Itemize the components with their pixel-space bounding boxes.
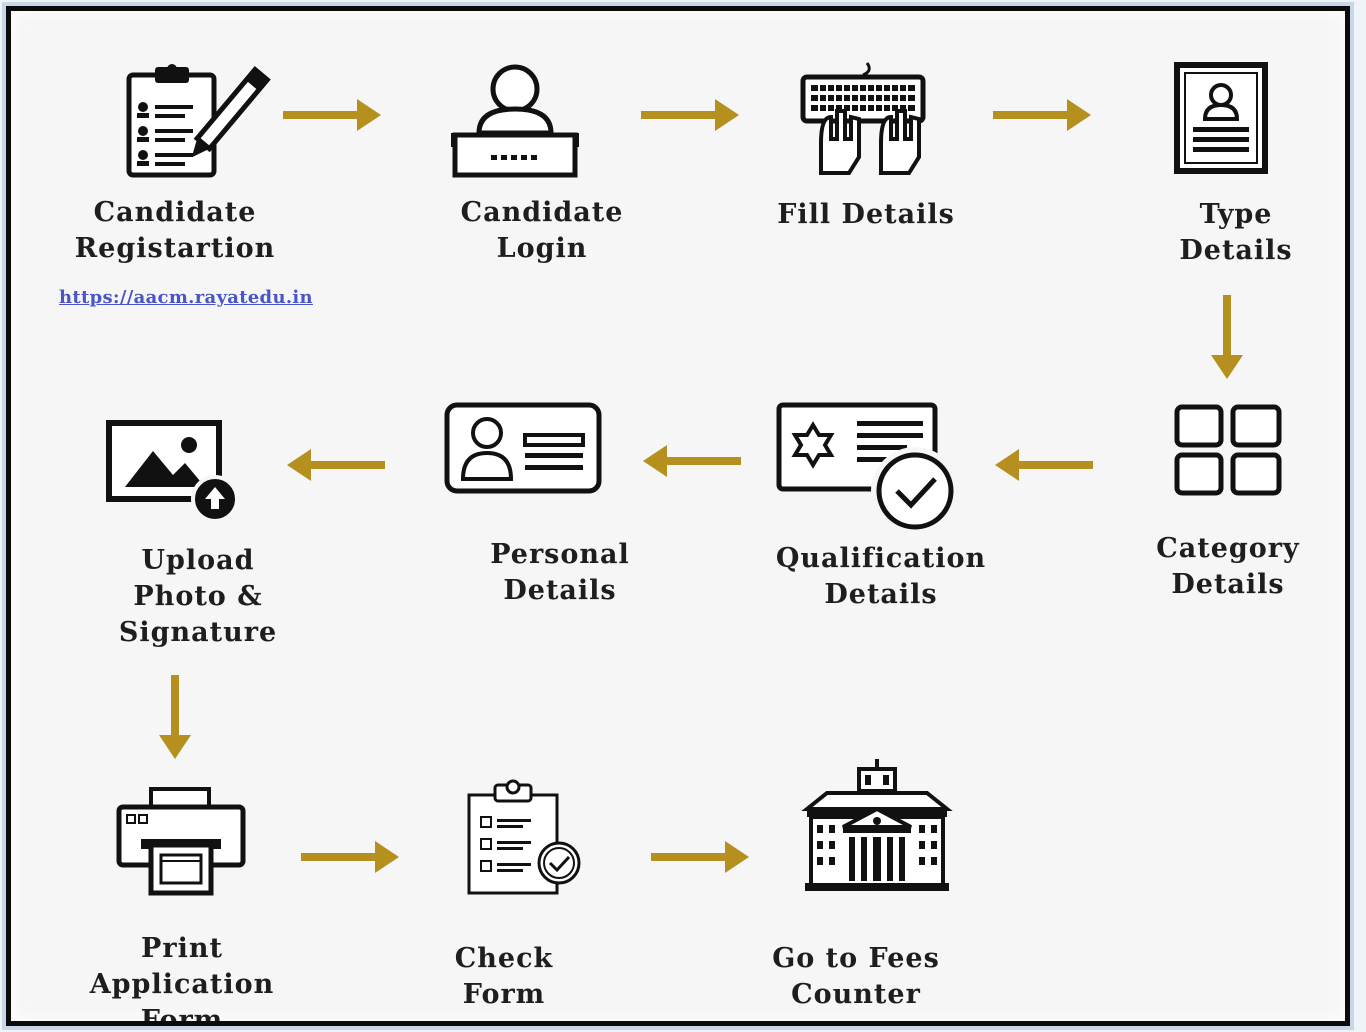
step-label-upload-photo-signature: Upload Photo & Signature bbox=[73, 543, 323, 651]
id-document-icon bbox=[1171, 61, 1271, 181]
label-line: Details bbox=[1179, 235, 1293, 266]
arrow-left bbox=[993, 447, 1093, 491]
image-upload-icon bbox=[103, 415, 253, 529]
label-line: Application bbox=[89, 969, 275, 1000]
checklist-icon bbox=[461, 777, 591, 905]
label-line: Check bbox=[454, 943, 554, 974]
step-label-fill-details: Fill Details bbox=[741, 197, 991, 233]
step-label-category-details: Category Details bbox=[1103, 531, 1345, 603]
arrow-down bbox=[1209, 295, 1249, 389]
flowchart-frame: Candidate Registartion https://aacm.raya… bbox=[6, 6, 1350, 1026]
arrow-right bbox=[651, 839, 751, 883]
label-line: Personal bbox=[490, 539, 630, 570]
step-label-go-to-fees-counter: Go to Fees Counter bbox=[711, 941, 1001, 1013]
step-label-candidate-registration: Candidate Registartion bbox=[35, 195, 315, 267]
step-label-check-form: Check Form bbox=[379, 941, 629, 1013]
label-line: Details bbox=[824, 579, 938, 610]
label-line: Form bbox=[140, 1005, 224, 1026]
label-line: Qualification bbox=[775, 543, 987, 574]
certificate-check-icon bbox=[773, 399, 973, 543]
arrow-down bbox=[157, 675, 197, 769]
arrow-right bbox=[641, 97, 741, 141]
id-card-icon bbox=[441, 399, 605, 503]
label-line: Upload bbox=[141, 545, 255, 576]
label-line: Login bbox=[496, 233, 588, 264]
arrow-left bbox=[641, 443, 741, 487]
label-line: Photo & bbox=[133, 581, 263, 612]
arrow-left bbox=[285, 447, 385, 491]
label-line: Details bbox=[1171, 569, 1285, 600]
label-line: Go to Fees bbox=[772, 943, 940, 974]
arrow-right bbox=[301, 839, 401, 883]
label-line: Print bbox=[141, 933, 223, 964]
step-label-personal-details: Personal Details bbox=[435, 537, 685, 609]
user-login-icon bbox=[447, 63, 587, 187]
step-label-type-details: Type Details bbox=[1111, 197, 1345, 269]
label-line: Counter bbox=[791, 979, 921, 1010]
label-line: Form bbox=[462, 979, 546, 1010]
arrow-right bbox=[283, 97, 383, 141]
label-line: Fill Details bbox=[777, 199, 955, 230]
label-line: Candidate bbox=[93, 197, 257, 228]
arrow-right bbox=[993, 97, 1093, 141]
label-line: Candidate bbox=[460, 197, 624, 228]
keyboard-hands-icon bbox=[797, 61, 927, 185]
bank-building-icon bbox=[797, 757, 957, 901]
step-label-candidate-login: Candidate Login bbox=[407, 195, 677, 267]
label-line: Details bbox=[503, 575, 617, 606]
printer-icon bbox=[111, 783, 251, 903]
label-line: Category bbox=[1156, 533, 1300, 564]
step-label-print-application-form: Print Application Form bbox=[57, 931, 307, 1026]
label-line: Type bbox=[1199, 199, 1273, 230]
registration-link[interactable]: https://aacm.rayatedu.in bbox=[59, 287, 313, 308]
clipboard-pencil-icon bbox=[119, 63, 271, 187]
grid-category-icon bbox=[1171, 401, 1287, 505]
step-label-qualification-details: Qualification Details bbox=[751, 541, 1011, 613]
label-line: Signature bbox=[118, 617, 278, 648]
label-line: Registartion bbox=[74, 233, 276, 264]
